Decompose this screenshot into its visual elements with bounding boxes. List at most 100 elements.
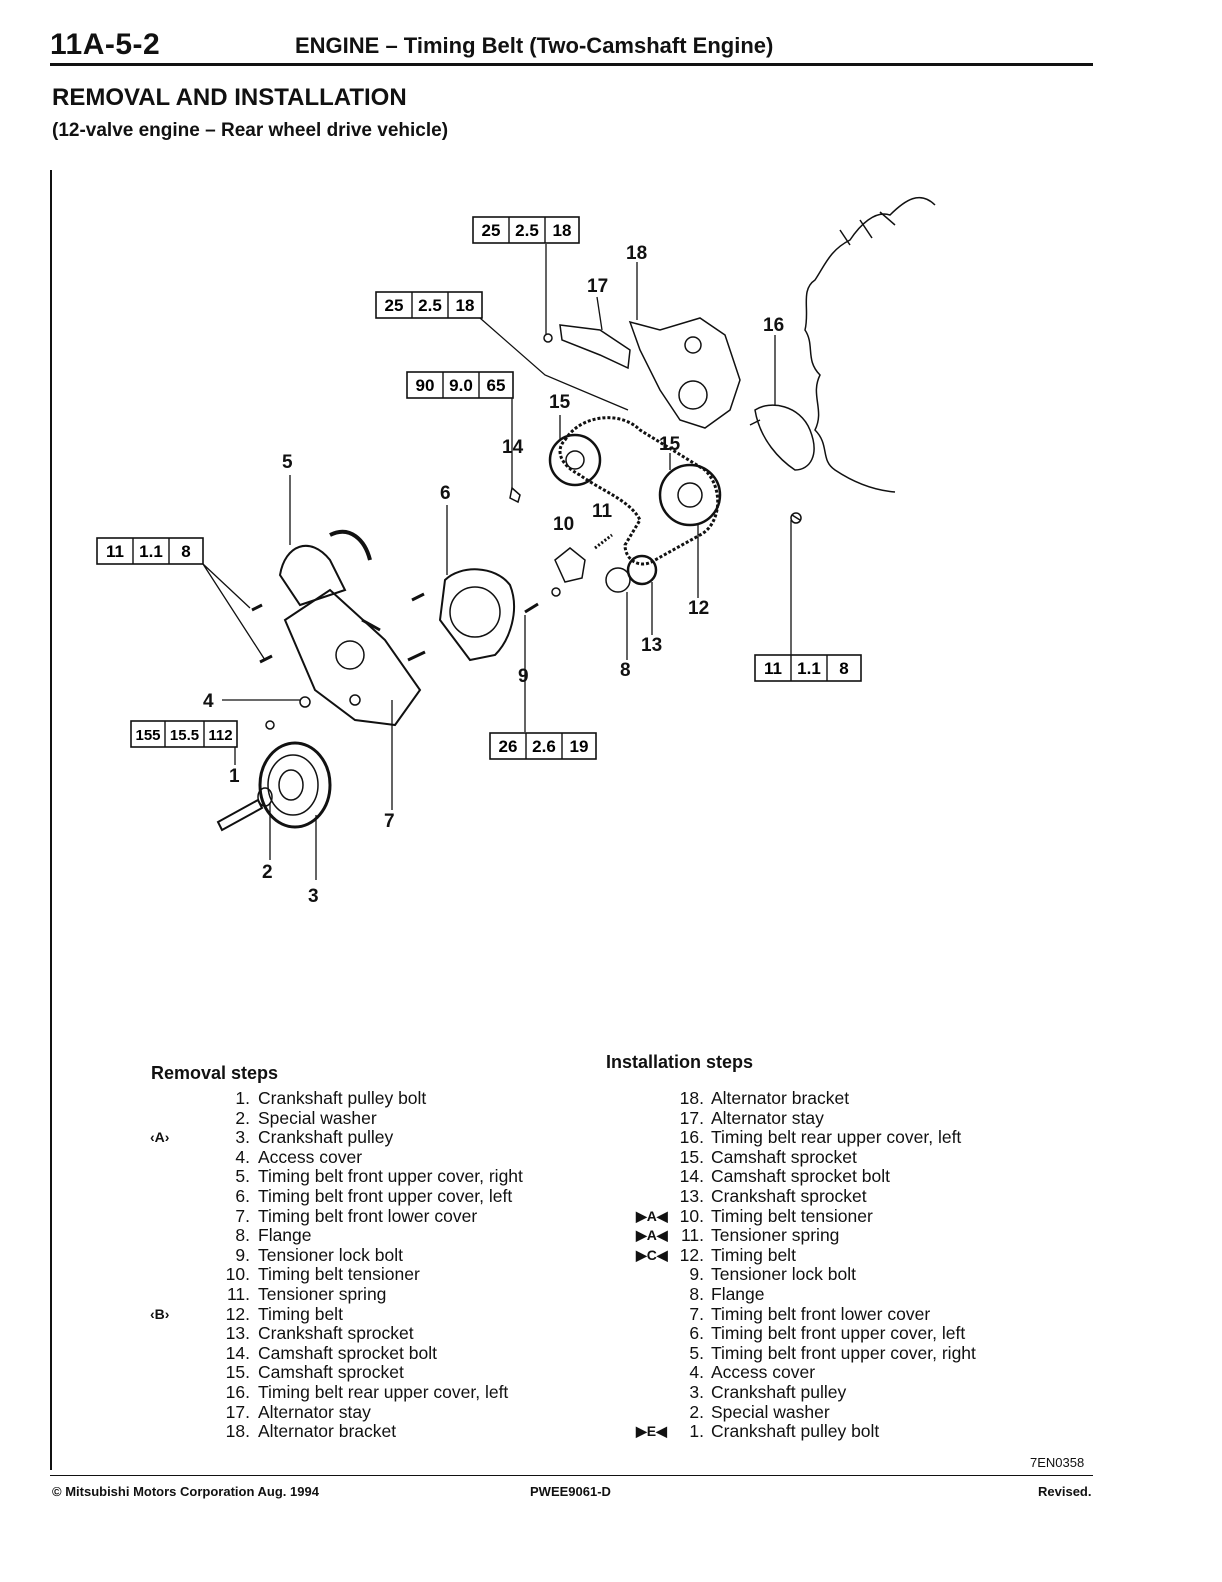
torque-box: 155 15.5 112 xyxy=(130,720,238,748)
list-item: 15.Camshaft sprocket xyxy=(679,1146,857,1167)
list-item: 1.Crankshaft pulley bolt xyxy=(235,1088,427,1108)
callout-15b: 15 xyxy=(659,434,681,455)
svg-text:112: 112 xyxy=(208,727,232,744)
list-item: 6.Timing belt front upper cover, left xyxy=(235,1185,513,1206)
svg-text:25: 25 xyxy=(385,296,404,315)
callout-7: 7 xyxy=(384,811,395,832)
list-item: 17.Alternator stay xyxy=(225,1401,371,1422)
callout-11: 11 xyxy=(592,501,613,522)
callout-9: 9 xyxy=(518,666,529,687)
page-title: ENGINE – Timing Belt (Two-Camshaft Engin… xyxy=(295,33,774,58)
torque-specs: 25 2.5 18 25 2.5 18 90 9.0 65 11 1.1 8 xyxy=(96,216,862,760)
footer-copyright: © Mitsubishi Motors Corporation Aug. 199… xyxy=(52,1484,319,1499)
callout-6: 6 xyxy=(440,483,451,504)
svg-text:18: 18 xyxy=(456,296,475,315)
callout-4: 4 xyxy=(203,691,214,712)
svg-text:8: 8 xyxy=(839,659,848,678)
alternator-stay-part xyxy=(559,324,631,370)
exploded-view-diagram: 25 2.5 18 25 2.5 18 90 9.0 65 11 1.1 8 xyxy=(96,196,936,907)
callout-8: 8 xyxy=(620,660,631,681)
footer-rule xyxy=(50,1475,1093,1476)
page-code: 11A-5-2 xyxy=(50,28,161,61)
svg-text:15.5: 15.5 xyxy=(170,727,199,744)
list-item: 11.Tensioner spring xyxy=(226,1283,387,1304)
removal-heading: Removal steps xyxy=(151,1063,279,1083)
callout-17: 17 xyxy=(587,276,608,297)
svg-text:11: 11 xyxy=(764,659,782,678)
installation-heading: Installation steps xyxy=(606,1052,754,1072)
svg-text:2.5: 2.5 xyxy=(418,296,442,315)
callout-10: 10 xyxy=(553,514,574,535)
engine-outline xyxy=(804,196,936,493)
list-item: 7.Timing belt front lower cover xyxy=(235,1205,478,1226)
list-item: 14.Camshaft sprocket bolt xyxy=(225,1342,437,1363)
list-item: 6.Timing belt front upper cover, left xyxy=(689,1323,966,1344)
list-item: 7.Timing belt front lower cover xyxy=(689,1303,931,1324)
callout-5: 5 xyxy=(282,452,293,473)
svg-text:1.1: 1.1 xyxy=(797,659,821,678)
svg-text:26: 26 xyxy=(499,737,518,756)
svg-text:19: 19 xyxy=(570,737,589,756)
svg-text:11: 11 xyxy=(106,542,124,561)
torque-box: 25 2.5 18 xyxy=(375,291,483,319)
front-upper-cover-right-part xyxy=(278,544,347,607)
flange-part xyxy=(605,567,631,593)
torque-box: 25 2.5 18 xyxy=(472,216,580,244)
callout-14: 14 xyxy=(502,437,524,458)
svg-text:18: 18 xyxy=(553,221,572,240)
list-item: ▶E◀1.Crankshaft pulley bolt xyxy=(636,1421,880,1442)
svg-text:2.5: 2.5 xyxy=(515,221,539,240)
svg-text:90: 90 xyxy=(416,376,435,395)
list-item: 18.Alternator bracket xyxy=(679,1088,850,1108)
tensioner-spring-part xyxy=(594,533,613,550)
svg-text:155: 155 xyxy=(135,727,160,744)
callout-3: 3 xyxy=(308,886,319,907)
callout-13: 13 xyxy=(641,635,662,656)
list-item: 4.Access cover xyxy=(689,1362,816,1383)
list-item: 3.Crankshaft pulley xyxy=(689,1381,847,1402)
crankshaft-sprocket-part xyxy=(626,554,658,586)
front-upper-cover-left-part xyxy=(438,568,515,662)
svg-text:9.0: 9.0 xyxy=(449,376,473,395)
list-item: 8.Flange xyxy=(689,1283,765,1304)
callout-15a: 15 xyxy=(549,392,571,413)
list-item: 4.Access cover xyxy=(235,1146,363,1167)
list-item: 10.Timing belt tensioner xyxy=(225,1264,420,1285)
list-item: 16.Timing belt rear upper cover, left xyxy=(679,1127,962,1148)
header-rule xyxy=(50,63,1093,66)
callout-1: 1 xyxy=(229,766,240,787)
timing-belt-part xyxy=(558,416,720,566)
svg-text:1.1: 1.1 xyxy=(139,542,163,561)
alternator-bracket-part xyxy=(628,317,741,429)
torque-box: 90 9.0 65 xyxy=(406,371,514,399)
front-lower-cover-part xyxy=(283,588,422,727)
figure-code: 7EN0358 xyxy=(1030,1455,1085,1470)
svg-text:2.6: 2.6 xyxy=(532,737,556,756)
installation-steps: 18.Alternator bracket 17.Alternator stay… xyxy=(630,1088,1070,1442)
torque-box: 26 2.6 19 xyxy=(489,732,597,760)
svg-text:8: 8 xyxy=(181,542,190,561)
camshaft-sprocket-left xyxy=(548,433,602,487)
list-item: 13.Crankshaft sprocket xyxy=(679,1185,867,1206)
torque-box: 11 1.1 8 xyxy=(96,537,204,565)
crankshaft-pulley-bolt-part xyxy=(216,798,264,832)
list-item: ▶A◀10.Timing belt tensioner xyxy=(636,1205,873,1226)
footer-doc-code: PWEE9061-D xyxy=(530,1484,611,1499)
list-item: 2.Special washer xyxy=(689,1401,830,1422)
list-item: 17.Alternator stay xyxy=(679,1107,824,1128)
section-subtitle: (12-valve engine – Rear wheel drive vehi… xyxy=(52,120,449,141)
svg-text:65: 65 xyxy=(487,376,506,395)
svg-text:25: 25 xyxy=(482,221,501,240)
list-item: 5.Timing belt front upper cover, right xyxy=(689,1342,976,1363)
list-item: 2.Special washer xyxy=(235,1107,377,1128)
list-item: 15.Camshaft sprocket xyxy=(225,1362,404,1383)
callout-16: 16 xyxy=(763,315,784,336)
list-item: 9.Tensioner lock bolt xyxy=(235,1244,403,1265)
list-item: 14.Camshaft sprocket bolt xyxy=(679,1166,890,1187)
list-item: ▶C◀12.Timing belt xyxy=(636,1244,796,1265)
section-title: REMOVAL AND INSTALLATION xyxy=(52,84,407,111)
callout-12: 12 xyxy=(688,598,709,619)
crankshaft-pulley-part xyxy=(258,741,332,829)
tensioner-part xyxy=(554,547,586,583)
figure-border xyxy=(50,170,52,1470)
